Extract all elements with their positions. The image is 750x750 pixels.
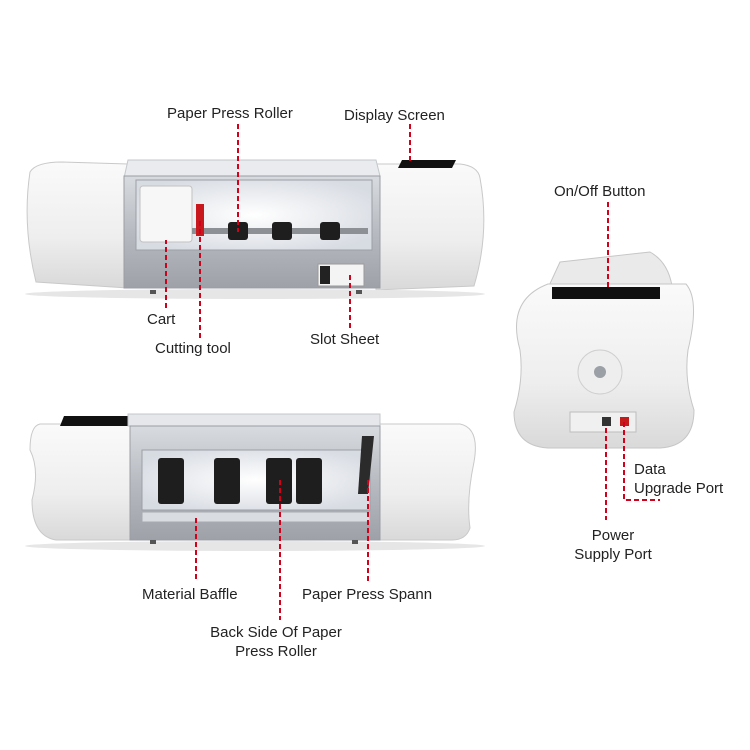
- left-end-cap: [26, 161, 129, 289]
- label-material-baffle: Material Baffle: [142, 586, 238, 603]
- roller: [320, 222, 340, 240]
- label-paper-press-roller: Paper Press Roller: [167, 105, 293, 122]
- label-slot-sheet: Slot Sheet: [310, 331, 380, 348]
- label-cart: Cart: [147, 311, 176, 328]
- material-baffle-strip: [141, 511, 371, 523]
- label-cutting-tool: Cutting tool: [155, 340, 231, 357]
- label-power-port-line1: Power: [591, 527, 635, 544]
- roller: [272, 222, 292, 240]
- right-end-cap: [375, 163, 485, 291]
- press-spann-lever: [358, 436, 374, 494]
- label-back-side-roller-line1: Back Side Of Paper: [210, 624, 342, 641]
- label-paper-press-spann: Paper Press Spann: [302, 586, 433, 603]
- side-display-screen: [552, 287, 660, 299]
- cutter-head: [196, 204, 204, 236]
- label-back-side-roller-line2: Press Roller: [235, 643, 317, 660]
- back-roller: [214, 458, 240, 504]
- top-plate: [123, 159, 381, 179]
- data-port: [620, 417, 629, 426]
- back-roller: [158, 458, 184, 504]
- back-roller: [296, 458, 322, 504]
- label-on-off-button: On/Off Button: [554, 183, 646, 200]
- label-display-screen: Display Screen: [344, 107, 445, 124]
- machine-front-view: [25, 159, 485, 299]
- leader-data-port: [623, 422, 660, 501]
- label-data-port-line1: Data: [634, 461, 666, 478]
- back-screen: [60, 416, 132, 426]
- back-left-cap: [29, 423, 133, 541]
- cart-block: [139, 185, 193, 243]
- side-top-body: [547, 251, 673, 289]
- back-right-cap: [375, 423, 476, 541]
- power-port: [602, 417, 611, 426]
- display-screen-top: [398, 160, 456, 168]
- leader-lines: [165, 124, 660, 620]
- back-top-plate: [127, 413, 381, 427]
- label-power-port-line2: Supply Port: [574, 546, 652, 563]
- machine-back-view: [25, 413, 485, 551]
- label-data-port-line2: Upgrade Port: [634, 480, 724, 497]
- machine-side-view: [513, 251, 695, 449]
